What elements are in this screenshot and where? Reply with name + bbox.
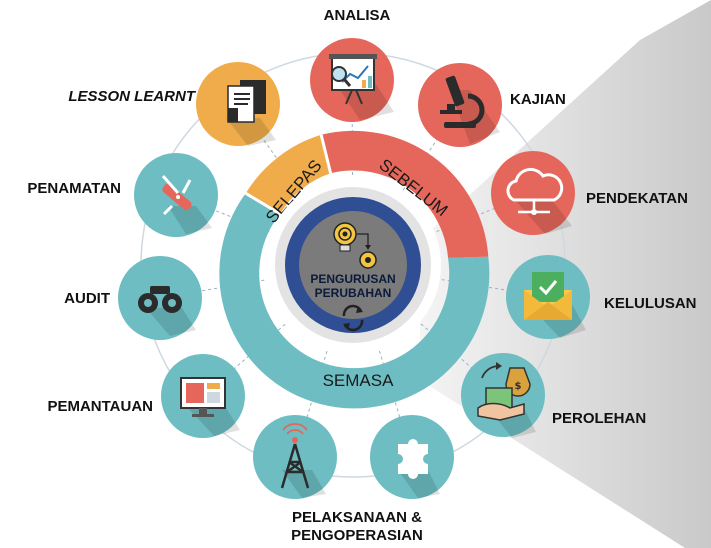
label-audit: AUDIT — [64, 290, 110, 307]
label-kajian: KAJIAN — [510, 91, 566, 108]
svg-text:$: $ — [515, 381, 522, 392]
money-exchange-icon: $ — [477, 362, 531, 421]
label-pendekatan: PENDEKATAN — [586, 190, 688, 207]
microscope-icon — [440, 75, 485, 128]
label-pelaksanaan-line1: PELAKSANAAN & — [292, 509, 422, 526]
label-analisa: ANALISA — [324, 7, 391, 24]
transmission-tower-icon — [280, 423, 310, 489]
monitor-icon — [180, 377, 226, 417]
phase-donut — [219, 130, 490, 409]
binoculars-icon — [138, 286, 182, 313]
label-pelaksanaan-line2: PENGOPERASIAN — [291, 527, 423, 544]
presentation-board-icon — [329, 54, 377, 105]
gears-lightbulb-icon — [333, 222, 377, 269]
step-penamatan[interactable] — [134, 153, 218, 237]
label-pemantauan: PEMANTAUAN — [47, 398, 153, 415]
step-pemantauan[interactable] — [161, 354, 245, 438]
step-perolehan[interactable]: $ — [461, 353, 545, 438]
segment-label-semasa: SEMASA — [323, 371, 395, 390]
step-pelaksanaan-puzzle[interactable] — [370, 415, 454, 499]
cycle-arrows-icon — [342, 304, 364, 332]
documents-icon — [227, 80, 266, 123]
puzzle-icon — [398, 439, 428, 479]
step-kelulusan[interactable] — [506, 255, 590, 339]
step-lesson-learnt[interactable] — [196, 62, 280, 146]
label-lesson-learnt: LESSON LEARNT — [68, 88, 197, 105]
approval-envelope-icon — [524, 272, 572, 320]
step-analisa[interactable] — [310, 38, 394, 122]
center-title-line2: PERUBAHAN — [315, 286, 392, 300]
step-audit[interactable] — [118, 256, 202, 340]
step-kajian[interactable] — [418, 63, 502, 147]
center-gray — [299, 211, 407, 319]
multi-tool-icon — [161, 175, 192, 216]
segment-sebelum — [321, 130, 489, 258]
label-perolehan: PEROLEHAN — [552, 410, 646, 427]
segment-semasa — [219, 193, 490, 409]
step-pendekatan[interactable] — [491, 151, 575, 235]
step-pelaksanaan-tower[interactable] — [253, 415, 337, 499]
label-penamatan: PENAMATAN — [27, 180, 121, 197]
center-title-line1: PENGURUSAN — [310, 272, 395, 286]
cloud-network-icon — [506, 167, 564, 215]
label-kelulusan: KELULUSAN — [604, 295, 697, 312]
segment-selepas — [245, 134, 331, 214]
